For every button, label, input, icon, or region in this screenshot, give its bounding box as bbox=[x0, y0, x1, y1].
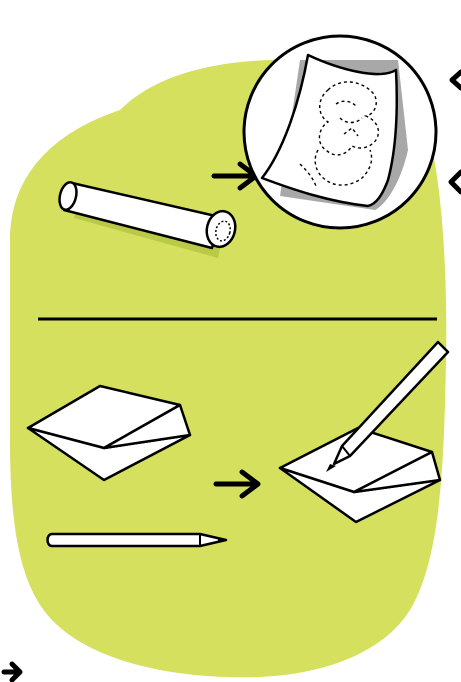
arrow-partial-mid-right-icon bbox=[448, 169, 461, 195]
arrow-partial-bottom-left-icon bbox=[1, 661, 23, 682]
rolled-paper bbox=[58, 181, 237, 258]
arrow-right-icon-bottom bbox=[213, 469, 261, 499]
paper-with-pencil bbox=[278, 340, 450, 524]
arrow-partial-top-right-icon bbox=[449, 69, 461, 91]
pencil bbox=[46, 532, 228, 548]
folded-paper bbox=[26, 384, 192, 482]
magnified-traced-drawing bbox=[242, 34, 438, 230]
